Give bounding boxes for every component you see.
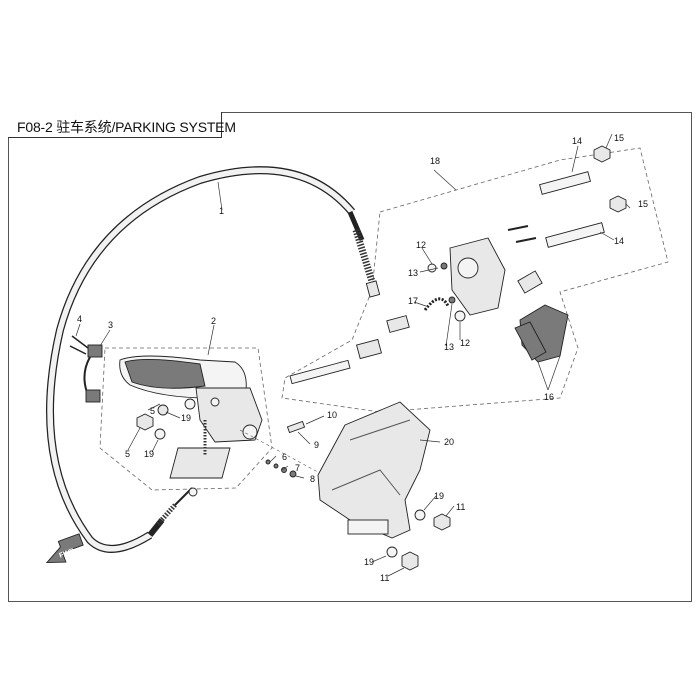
callout-19d: 19: [364, 557, 374, 567]
parking-lever: [119, 355, 263, 479]
callout-12a: 12: [416, 240, 426, 250]
assembly-2-outline: [99, 347, 273, 491]
callout-4: 4: [77, 314, 82, 324]
callout-9: 9: [314, 440, 319, 450]
callout-11a: 11: [456, 502, 465, 512]
parking-switch: [69, 335, 103, 403]
forward-arrow: FWD: [45, 533, 84, 564]
callout-20-label: 20: [444, 437, 454, 447]
callout-14a: 14: [572, 136, 582, 146]
assembly-18-outline: [281, 147, 669, 413]
callout-19b: 19: [144, 449, 154, 459]
callout-5a: 5: [150, 406, 155, 416]
lever-nuts: [136, 413, 166, 440]
callout-13b: 13: [444, 342, 454, 352]
callout-numbers: 1 2 3 4 5 5 6 7 8 9 10 11 11 12 12 13 13…: [77, 133, 648, 583]
callout-15b: 15: [638, 199, 648, 209]
callout-14b: 14: [614, 236, 624, 246]
callout-12b: 12: [460, 338, 470, 348]
brake-cable: [46, 166, 381, 553]
leader-lines: [75, 133, 631, 577]
callout-6: 6: [282, 452, 287, 462]
title-box: [8, 112, 222, 138]
callout-1: 1: [219, 206, 224, 216]
callout-18-label: 18: [430, 156, 440, 166]
callout-11b: 11: [380, 573, 389, 583]
callout-3: 3: [108, 320, 113, 330]
callout-19a: 19: [181, 413, 191, 423]
callout-15a: 15: [614, 133, 624, 143]
small-hardware: [239, 429, 341, 485]
callout-8: 8: [310, 474, 315, 484]
cover-fasteners: [386, 509, 451, 571]
callout-5b: 5: [125, 449, 130, 459]
callout-17-label: 17: [408, 296, 418, 306]
caliper-assembly: [289, 145, 627, 385]
diagram-title: F08-2 驻车系统/PARKING SYSTEM: [17, 119, 236, 135]
callout-19c: 19: [434, 491, 444, 501]
diagram-frame: [8, 112, 692, 602]
clevis-pin: [286, 420, 306, 434]
callout-13a: 13: [408, 268, 418, 278]
lever-cover: [317, 401, 431, 539]
callout-7: 7: [295, 463, 300, 473]
callout-10: 10: [327, 410, 337, 420]
callout-16-label: 16: [544, 392, 554, 402]
callout-2: 2: [211, 316, 216, 326]
